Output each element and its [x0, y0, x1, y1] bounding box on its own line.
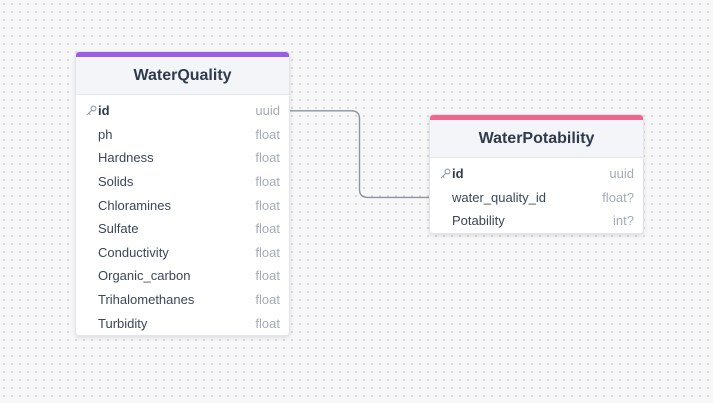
- column-type: float: [255, 197, 280, 213]
- key-icon: [438, 168, 452, 179]
- column-type: uuid: [255, 103, 280, 119]
- column-left: Solids: [84, 174, 133, 189]
- column-row-ph[interactable]: ph float: [76, 123, 289, 147]
- table-header: WaterPotability: [430, 120, 643, 158]
- column-left: Hardness: [84, 150, 154, 165]
- column-row-hardness[interactable]: Hardness float: [76, 146, 289, 170]
- column-name: Organic_carbon: [98, 268, 191, 284]
- column-name: Potability: [452, 213, 505, 229]
- column-left: Trihalomethanes: [84, 292, 194, 307]
- column-type: float: [255, 174, 280, 190]
- column-row-id[interactable]: id uuid: [430, 162, 643, 186]
- column-left: Chloramines: [84, 198, 171, 213]
- key-icon: [84, 105, 98, 116]
- column-type: float: [255, 221, 280, 237]
- column-row-organic-carbon[interactable]: Organic_carbon float: [76, 264, 289, 288]
- column-name: water_quality_id: [452, 189, 546, 205]
- column-row-id[interactable]: id uuid: [76, 99, 289, 123]
- column-left: water_quality_id: [438, 190, 546, 205]
- column-name: id: [452, 166, 464, 182]
- column-left: Conductivity: [84, 245, 169, 260]
- column-row-solids[interactable]: Solids float: [76, 170, 289, 194]
- column-name: ph: [98, 126, 113, 142]
- table-accent-bar: [76, 52, 289, 57]
- column-name: Turbidity: [98, 315, 148, 331]
- column-name: Chloramines: [98, 197, 171, 213]
- column-left: ph: [84, 127, 112, 142]
- column-type: float?: [602, 189, 634, 205]
- column-row-water-quality-id[interactable]: water_quality_id float?: [430, 186, 643, 210]
- column-type: float: [255, 268, 280, 284]
- column-type: float: [255, 292, 280, 308]
- column-left: Organic_carbon: [84, 268, 191, 283]
- column-name: id: [98, 103, 110, 119]
- column-type: uuid: [609, 166, 634, 182]
- column-name: Trihalomethanes: [98, 292, 195, 308]
- column-row-turbidity[interactable]: Turbidity float: [76, 311, 289, 335]
- column-name: Conductivity: [98, 244, 169, 260]
- column-name: Sulfate: [98, 221, 139, 237]
- column-row-chloramines[interactable]: Chloramines float: [76, 193, 289, 217]
- column-name: Hardness: [98, 150, 154, 166]
- column-type: float: [255, 126, 280, 142]
- column-type: int?: [613, 213, 634, 229]
- column-left: Potability: [438, 213, 505, 228]
- table-title: WaterQuality: [133, 66, 232, 84]
- column-row-trihalomethanes[interactable]: Trihalomethanes float: [76, 288, 289, 312]
- column-type: float: [255, 244, 280, 260]
- column-name: Solids: [98, 174, 134, 190]
- column-type: float: [255, 315, 280, 331]
- column-left: Sulfate: [84, 221, 138, 236]
- column-left: Turbidity: [84, 316, 147, 331]
- relation-connector[interactable]: [290, 110, 429, 199]
- column-row-conductivity[interactable]: Conductivity float: [76, 241, 289, 265]
- column-list: id uuid water_quality_id float? Potability in…: [430, 158, 643, 233]
- table-accent-bar: [430, 115, 643, 120]
- column-left: id: [438, 166, 464, 181]
- column-type: float: [255, 150, 280, 166]
- table-title: WaterPotability: [478, 129, 595, 147]
- column-left: id: [84, 103, 110, 118]
- column-row-potability[interactable]: Potability int?: [430, 209, 643, 233]
- column-row-sulfate[interactable]: Sulfate float: [76, 217, 289, 241]
- table-waterpotability[interactable]: WaterPotability id uuid water_quality_id fl…: [429, 114, 644, 234]
- table-header: WaterQuality: [76, 57, 289, 95]
